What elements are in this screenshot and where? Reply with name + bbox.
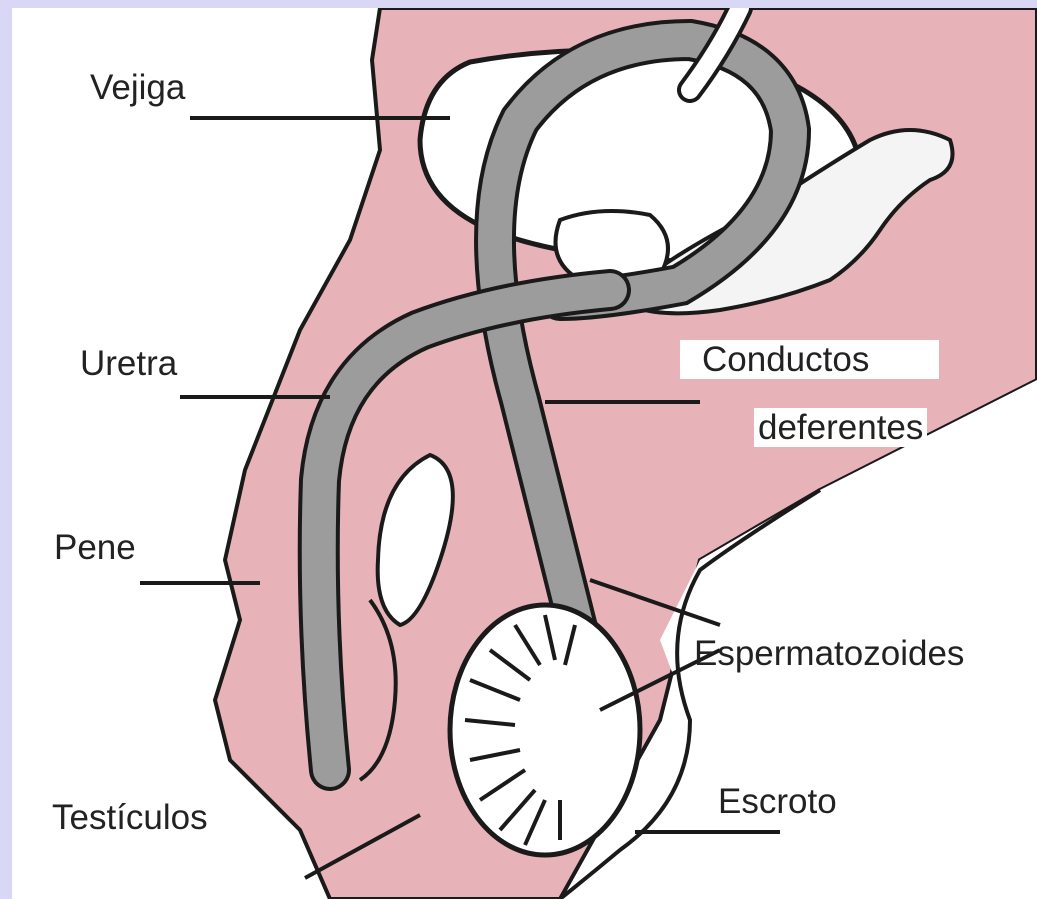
label-escroto: Escroto	[718, 784, 837, 819]
label-testiculos: Testículos	[52, 800, 208, 835]
anatomy-illustration	[12, 8, 1037, 899]
diagram-frame: Vejiga Uretra Conductos deferentes Pene …	[12, 8, 1037, 899]
label-vejiga: Vejiga	[90, 70, 185, 105]
label-conductos-line2: deferentes	[754, 408, 927, 447]
testicle	[450, 605, 640, 855]
label-pene: Pene	[54, 530, 136, 565]
label-uretra: Uretra	[80, 346, 177, 381]
label-espermatozoides: Espermatozoides	[694, 636, 964, 671]
label-conductos-line1: Conductos	[680, 340, 939, 379]
